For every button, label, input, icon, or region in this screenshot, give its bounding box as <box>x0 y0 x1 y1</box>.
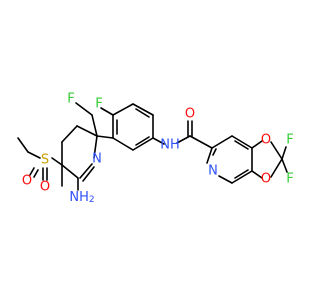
bond-inner <box>212 148 217 156</box>
bond <box>91 114 98 137</box>
bond <box>61 125 78 143</box>
bond <box>29 167 35 176</box>
bond-inner <box>234 140 249 150</box>
atom-f-gem-2: F <box>286 172 293 187</box>
bond <box>270 141 283 160</box>
bond <box>206 147 213 164</box>
bond <box>76 125 98 137</box>
atom-f-fluoromethyl: F <box>67 92 74 107</box>
bond <box>27 151 41 159</box>
bond <box>75 102 93 116</box>
atom-nh2-amino: NH2 <box>69 190 94 206</box>
bond <box>51 157 63 166</box>
atom-f-gem-1: F <box>286 133 293 148</box>
bond <box>100 107 114 116</box>
bond <box>132 103 154 116</box>
atom-o-sulfonyl-left: O <box>22 174 32 189</box>
bond <box>270 158 283 178</box>
atom-f-aryl: F <box>95 97 102 112</box>
bond <box>33 169 39 178</box>
bond <box>112 137 134 151</box>
atom-o-carbonyl: O <box>185 107 195 122</box>
bond-inner <box>234 169 249 179</box>
bond <box>93 135 98 159</box>
bond <box>152 137 165 145</box>
atom-o-sulfonyl-bottom: O <box>40 180 50 195</box>
bond <box>176 135 191 144</box>
structure-drawing: F F NH O N O O F F N S O O NH2 <box>17 92 294 206</box>
bond <box>281 158 288 173</box>
bond <box>211 135 233 149</box>
bond <box>231 170 253 184</box>
atom-nh-amide: NH <box>160 138 180 153</box>
bond-double <box>79 163 93 179</box>
bond <box>231 135 253 149</box>
atom-s-sulfonyl: S <box>41 153 49 168</box>
bond-double <box>82 166 95 182</box>
bond <box>132 137 154 151</box>
bond <box>251 170 263 179</box>
bond-inner <box>135 108 150 118</box>
atom-labels: F F NH O N O O F F N S O O NH2 <box>22 92 294 206</box>
atom-o-dioxole-lower: O <box>261 172 271 187</box>
bond <box>96 135 114 139</box>
bond <box>218 175 233 184</box>
bonds <box>17 102 288 191</box>
bond <box>17 137 29 153</box>
bond <box>61 164 79 179</box>
bond <box>281 146 287 160</box>
atom-o-dioxole-upper: O <box>261 133 271 148</box>
molecule-structure: F F NH O N O O F F N S O O NH2 <box>17 91 294 206</box>
atom-n-pyridine: N <box>208 164 218 179</box>
bond-inner <box>135 136 150 146</box>
atom-n-piperidine: N <box>92 152 102 167</box>
bond <box>112 103 134 116</box>
bond <box>251 140 263 149</box>
bond <box>189 135 213 149</box>
